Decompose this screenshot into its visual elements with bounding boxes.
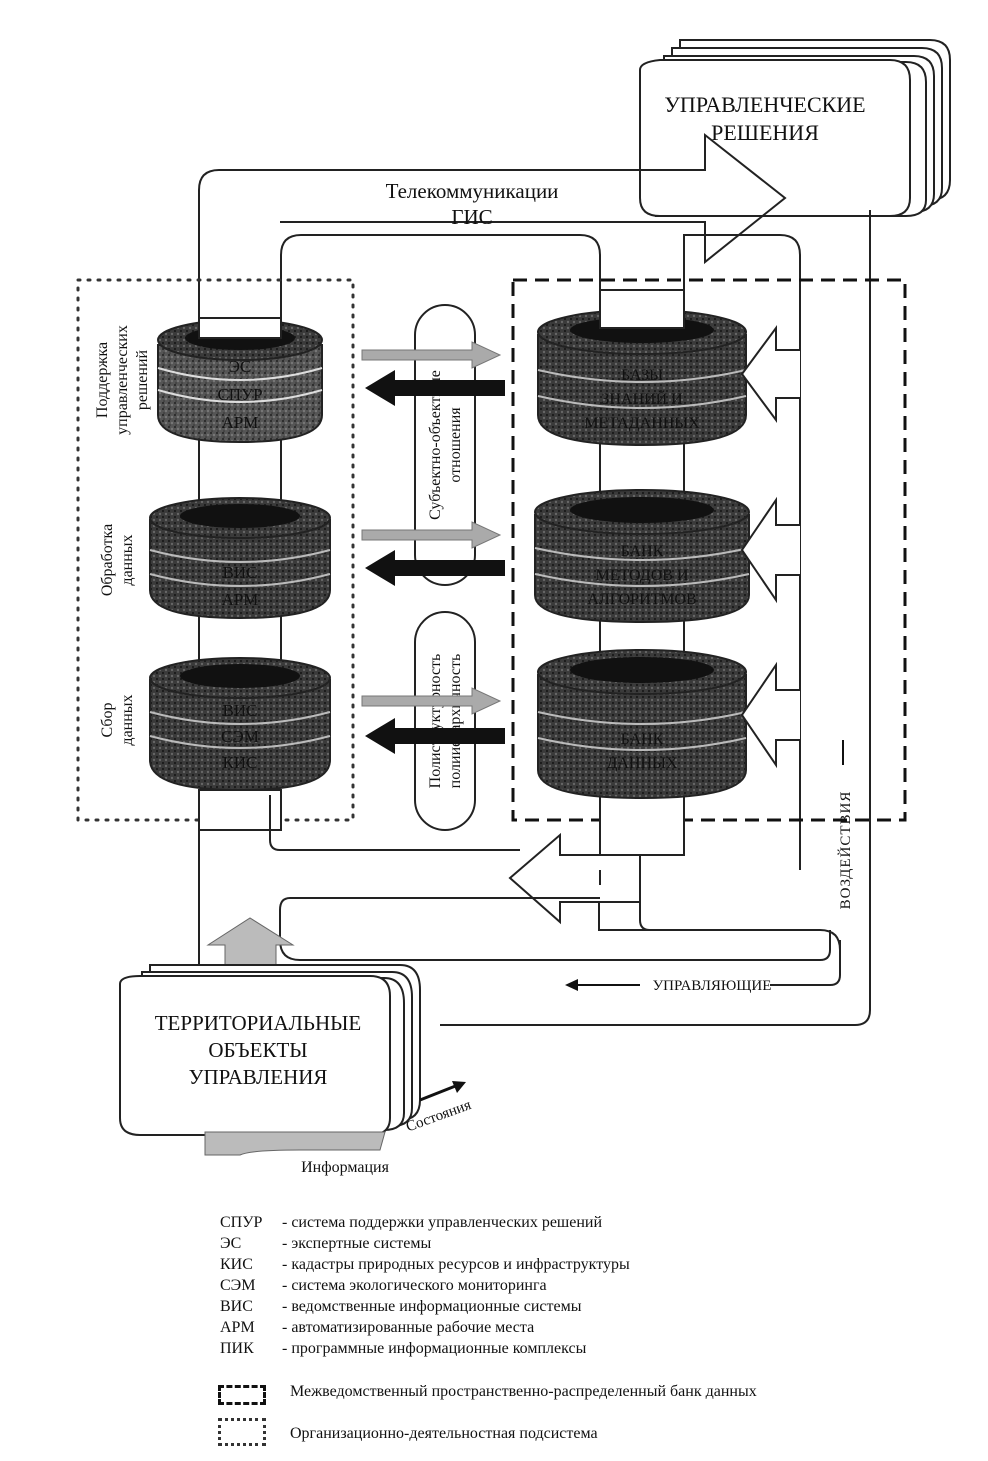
diagram: УПРАВЛЕНЧЕСКИЕ РЕШЕНИЯ Телекоммуникации … <box>76 39 951 1176</box>
legend-desc: - автоматизированные рабочие места <box>282 1319 535 1336</box>
left-bottom-item-3: КИС <box>223 753 258 772</box>
telecom-line2: ГИС <box>451 205 492 229</box>
right-top-item-1: БАЗЫ <box>621 367 663 384</box>
legend-row: ЭС - экспертные системы <box>220 1233 920 1254</box>
telecom-outer-arrow <box>198 132 787 330</box>
label-collection-line1: Сбор <box>99 702 116 737</box>
inbound-arrows <box>740 324 800 769</box>
label-collection-line2: данных <box>119 694 136 745</box>
legend-abbr: ЭС <box>220 1235 242 1252</box>
legend-abbr: СЭМ <box>220 1277 256 1294</box>
gray-up-arrow <box>206 917 295 966</box>
left-bottom-connector <box>198 789 282 831</box>
telecom-line1: Телекоммуникации <box>386 179 559 203</box>
legend-desc: - экспертные системы <box>282 1235 432 1252</box>
legend-dashed-sample <box>218 1385 266 1405</box>
right-connector-3 <box>599 794 685 856</box>
left-top-item-1: ЭС <box>229 357 252 376</box>
label-processing-line1: Обработка <box>99 524 116 596</box>
pill-polystructure-line1: Полиструктурность <box>427 654 444 789</box>
legend-row: СЭМ - система экологического мониторинга <box>220 1275 920 1296</box>
pill-polystructure-line2: полииерархичность <box>447 654 464 789</box>
legend: СПУР - система поддержки управленческих р… <box>220 1212 920 1359</box>
right-bottom-item-2: ДАННЫХ <box>606 755 678 772</box>
territorial-line1: ТЕРРИТОРИАЛЬНЫЕ <box>155 1011 362 1035</box>
decisions-stack: УПРАВЛЕНЧЕСКИЕ РЕШЕНИЯ <box>639 39 951 217</box>
right-top-item-3: МЕТАДАННЫХ <box>584 415 700 432</box>
territorial-line3: УПРАВЛЕНИЯ <box>189 1065 328 1089</box>
legend-abbr: ВИС <box>220 1298 253 1315</box>
pill-subject-object: Субъектно-объектные отношения <box>414 304 476 586</box>
right-stack-middle: БАНК МЕТОДОВ И АЛГОРИТМОВ <box>534 489 750 624</box>
legend-desc: - система поддержки управленческих решен… <box>282 1214 603 1231</box>
controlling-label: УПРАВЛЯЮЩИЕ <box>653 978 772 994</box>
label-support-line1: Поддержка <box>94 342 111 418</box>
territorial-line2: ОБЪЕКТЫ <box>208 1038 307 1062</box>
right-middle-item-2: МЕТОДОВ И <box>595 567 688 584</box>
impacts-label: ВОЗДЕЙСТВИЯ <box>837 791 854 910</box>
right-middle-item-3: АЛГОРИТМОВ <box>587 591 696 608</box>
legend-abbr: АРМ <box>220 1319 255 1336</box>
left-top-item-3: АРМ <box>222 413 259 432</box>
territorial-stack: ТЕРРИТОРИАЛЬНЫЕ ОБЪЕКТЫ УПРАВЛЕНИЯ <box>119 964 421 1136</box>
legend-row: КИС - кадастры природных ресурсов и инфра… <box>220 1254 920 1275</box>
right-top-item-2: ЗНАНИЙ И <box>601 389 683 408</box>
pill-subject-object-line1: Субъектно-объектные <box>427 370 444 520</box>
feedback-arrow <box>508 832 641 925</box>
decisions-title-line1: УПРАВЛЕНЧЕСКИЕ <box>664 92 865 117</box>
label-support: Поддержка управленческих решений <box>94 325 151 435</box>
left-middle-item-2: АРМ <box>222 590 259 609</box>
label-processing: Обработка данных <box>99 524 136 596</box>
pill-polystructure: Полиструктурность полииерархичность <box>414 611 476 831</box>
left-top-item-2: СПУР <box>217 385 262 404</box>
left-stack-middle: ВИС АРМ <box>149 497 331 620</box>
legend-desc: - система экологического мониторинга <box>282 1277 547 1294</box>
exchange-arrows <box>361 341 505 754</box>
controlling-row: УПРАВЛЯЮЩИЕ <box>565 978 771 994</box>
label-collection: Сбор данных <box>99 694 136 745</box>
label-processing-line2: данных <box>119 534 136 585</box>
information-wedge <box>204 1131 386 1156</box>
right-middle-item-1: БАНК <box>621 543 664 560</box>
legend-desc: - программные информационные комплексы <box>282 1340 587 1357</box>
right-stack-bottom: БАНК ДАННЫХ <box>537 649 747 800</box>
pill-subject-object-line2: отношения <box>447 407 464 483</box>
left-middle-item-1: ВИС <box>223 563 258 582</box>
left-bottom-item-1: ВИС <box>223 701 258 720</box>
legend-abbr: КИС <box>220 1256 253 1273</box>
decisions-title-line2: РЕШЕНИЯ <box>711 120 819 145</box>
legend-row: ПИК - программные информационные комплекс… <box>220 1338 920 1359</box>
legend-desc: - ведомственные информационные системы <box>282 1298 582 1315</box>
legend-row: АРМ - автоматизированные рабочие места <box>220 1317 920 1338</box>
left-bottom-item-2: СЭМ <box>221 727 259 746</box>
label-support-line3: решений <box>134 349 151 410</box>
left-stack-top: ЭС СПУР АРМ <box>157 317 323 444</box>
label-support-line2: управленческих <box>114 325 131 435</box>
right-stack-top: БАЗЫ ЗНАНИЙ И МЕТАДАННЫХ <box>537 289 747 447</box>
legend-row: ВИС - ведомственные информационные систем… <box>220 1296 920 1317</box>
impact-lines <box>198 795 841 986</box>
left-stack-bottom: ВИС СЭМ КИС <box>149 657 331 792</box>
legend-desc: - кадастры природных ресурсов и инфрастр… <box>282 1256 630 1273</box>
legend-row: СПУР - система поддержки управленческих р… <box>220 1212 920 1233</box>
legend-dashed-label: Межведомственный пространственно-распред… <box>290 1383 757 1400</box>
information-label: Информация <box>301 1159 389 1176</box>
legend-abbr: СПУР <box>220 1214 263 1231</box>
interagency-data-bank-box <box>511 278 907 822</box>
right-bottom-item-1: БАНК <box>621 731 664 748</box>
legend-dotted-label: Организационно-деятельностная подсистема <box>290 1425 598 1442</box>
legend-dotted-sample <box>218 1418 266 1446</box>
legend-abbr: ПИК <box>220 1340 254 1357</box>
